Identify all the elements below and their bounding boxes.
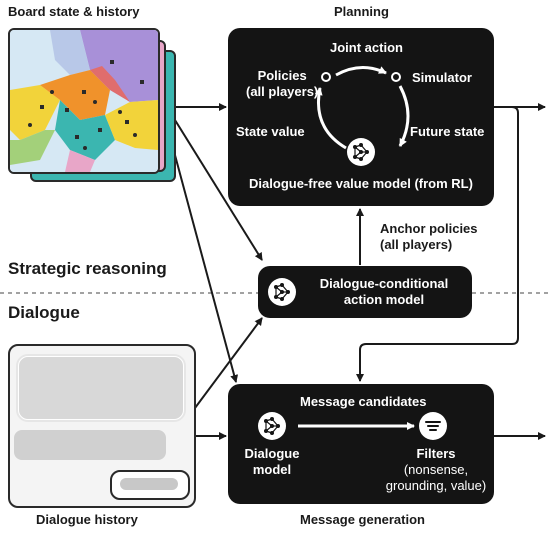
- arrow-planning-to-message-generation: [356, 106, 519, 382]
- policies-line-1: Policies: [257, 68, 307, 83]
- neural-network-icon: [347, 138, 375, 166]
- filters-line-3: grounding, value): [385, 478, 487, 493]
- europe-map-graphic: [10, 30, 158, 172]
- dialogue-model-line-2: model: [252, 462, 292, 477]
- action-model-label: Dialogue-conditional action model: [302, 276, 466, 308]
- simulator-label: Simulator: [412, 70, 472, 85]
- filters-line-1: Filters: [416, 446, 456, 461]
- candidate-arrow-layer: [298, 422, 415, 430]
- policies-label: Policies (all players): [246, 68, 318, 100]
- filters-line-2: (nonsense,: [403, 462, 469, 477]
- map-card-front: [8, 28, 160, 174]
- neural-network-icon: [268, 278, 296, 306]
- message-generation-label: Message generation: [300, 512, 425, 527]
- filter-icon: [419, 412, 447, 440]
- anchor-line-1: Anchor policies: [380, 221, 478, 236]
- neural-network-icon: [258, 412, 286, 440]
- future-state-label: Future state: [410, 124, 485, 139]
- chat-bubble-3: [110, 470, 190, 500]
- joint-action-label: Joint action: [330, 40, 403, 55]
- filter-glyph: [425, 421, 441, 431]
- arrow-map-to-action-model: [169, 111, 263, 261]
- dialogue-model-label: Dialogue model: [238, 446, 306, 478]
- value-model-label: Dialogue-free value model (from RL): [249, 176, 473, 191]
- anchor-policies-label: Anchor policies (all players): [380, 221, 478, 253]
- action-model-box: Dialogue-conditional action model: [258, 266, 472, 318]
- planning-box: Joint action Policies (all players) Simu…: [228, 28, 494, 206]
- chat-bubble-1: [18, 356, 184, 420]
- filters-label: Filters (nonsense, grounding, value): [384, 446, 488, 494]
- neural-network-glyph: [274, 283, 290, 301]
- dialogue-history-label: Dialogue history: [36, 512, 138, 527]
- strategic-reasoning-label: Strategic reasoning: [8, 259, 167, 278]
- anchor-line-2: (all players): [380, 237, 453, 252]
- state-value-label: State value: [236, 124, 305, 139]
- arrow-history-to-action-model: [191, 317, 263, 413]
- chat-bubble-3-content: [120, 478, 178, 490]
- map-stack-icon: [8, 28, 178, 188]
- neural-network-glyph: [264, 417, 280, 435]
- action-model-line-2: action model: [343, 292, 425, 307]
- dialogue-label: Dialogue: [8, 303, 80, 322]
- arrow-map-to-message-generation: [164, 117, 239, 383]
- chat-bubbles-icon: [8, 344, 196, 508]
- message-candidates-label: Message candidates: [300, 394, 427, 409]
- board-state-label: Board state & history: [8, 4, 140, 19]
- neural-network-glyph: [353, 143, 369, 161]
- planning-label: Planning: [334, 4, 389, 19]
- chat-bubble-2: [14, 430, 166, 460]
- message-generation-box: Message candidates Dialogue model Filter…: [228, 384, 494, 504]
- policies-line-2: (all players): [246, 84, 319, 99]
- cycle-arrows-icon: [314, 66, 410, 150]
- dialogue-model-line-1: Dialogue: [244, 446, 300, 461]
- action-model-line-1: Dialogue-conditional: [319, 276, 449, 291]
